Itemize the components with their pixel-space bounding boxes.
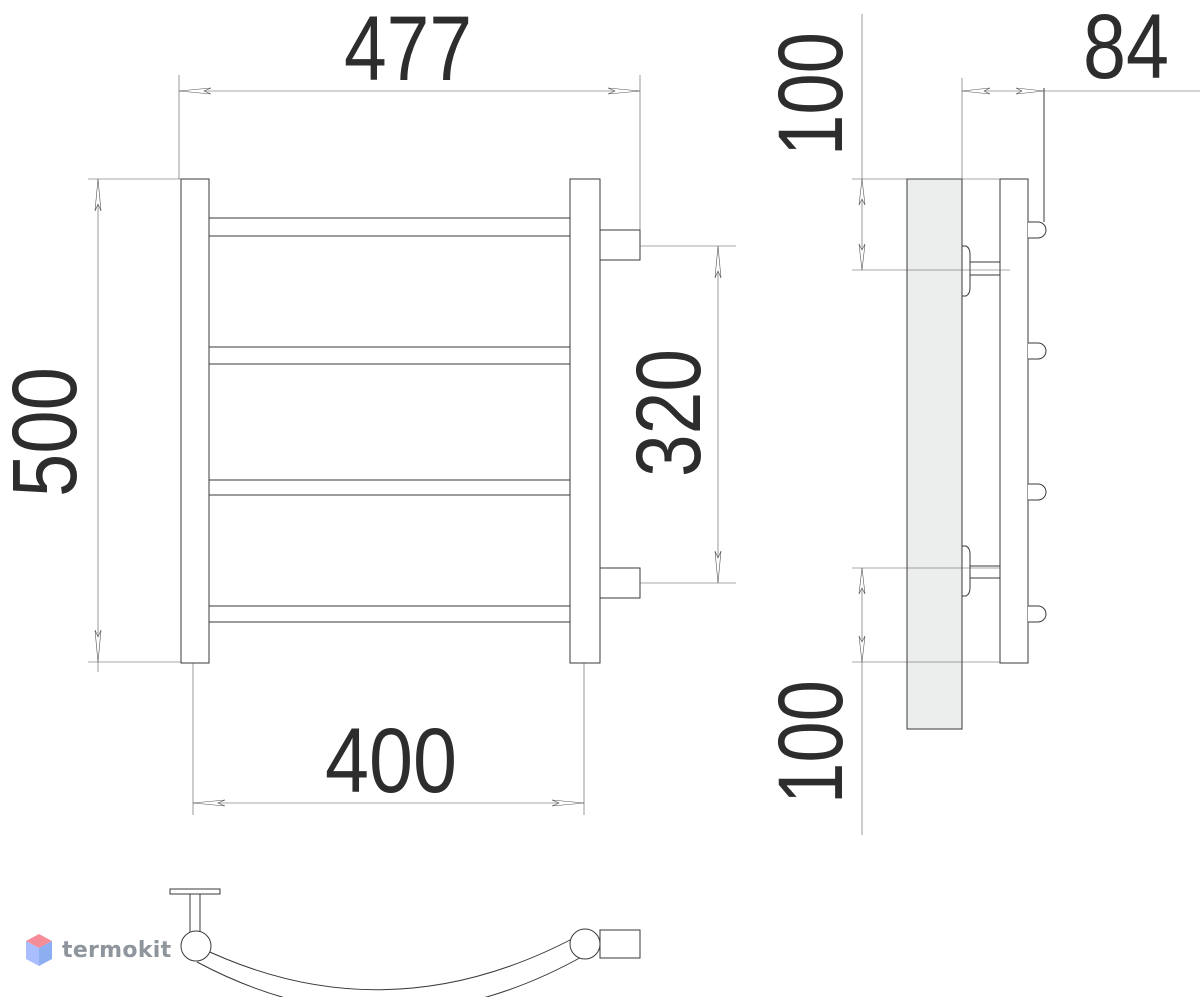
side-view: 84 100 100 (760, 0, 1200, 835)
brand-name: termokit (62, 937, 172, 963)
crossbar (208, 217, 571, 237)
crossbars (208, 217, 571, 623)
mount-stem (189, 893, 201, 933)
cube-logo-icon (26, 934, 52, 966)
wall (906, 178, 963, 730)
dimension-400-label: 400 (325, 710, 457, 812)
crossbar (208, 605, 571, 623)
dimension-100-top-label: 100 (760, 32, 862, 156)
bar-caps (1028, 88, 1047, 623)
bar-cap (1028, 342, 1047, 360)
bar-cap (1028, 605, 1047, 623)
dimension-320-label: 320 (618, 349, 720, 477)
top-connection (599, 229, 641, 261)
side-post (999, 178, 1029, 664)
bar-cap (1028, 483, 1047, 501)
curved-bar (196, 931, 586, 991)
dimension-overall-width: 477 (178, 0, 641, 230)
dimension-top-offset: 100 (760, 14, 1010, 271)
mount-plate (169, 888, 221, 895)
dimension-pipe-spacing: 400 (192, 663, 585, 815)
crossbar (208, 479, 571, 496)
bottom-bracket (961, 545, 1000, 597)
dimension-84-label: 84 (1083, 0, 1169, 98)
dimension-connection-distance: 320 (618, 245, 736, 584)
left-post (180, 178, 210, 664)
left-post-end (180, 930, 212, 962)
bottom-connection (599, 567, 641, 599)
crossbar (208, 346, 571, 365)
top-bracket (961, 245, 1000, 297)
connection-end (599, 929, 641, 959)
right-post (569, 178, 601, 664)
dimension-depth: 84 (961, 0, 1200, 179)
dimension-bottom-offset: 100 (760, 567, 1000, 835)
right-post-end (569, 928, 601, 960)
dimension-100-bottom-label: 100 (760, 680, 862, 804)
brand-watermark: termokit (24, 932, 171, 968)
dimension-500-label: 500 (0, 367, 96, 497)
bar-cap (1028, 221, 1047, 239)
top-view (169, 888, 641, 997)
dimension-477-label: 477 (344, 0, 472, 100)
front-view: 477 500 320 400 (0, 0, 736, 815)
dimension-overall-height: 500 (0, 178, 181, 672)
